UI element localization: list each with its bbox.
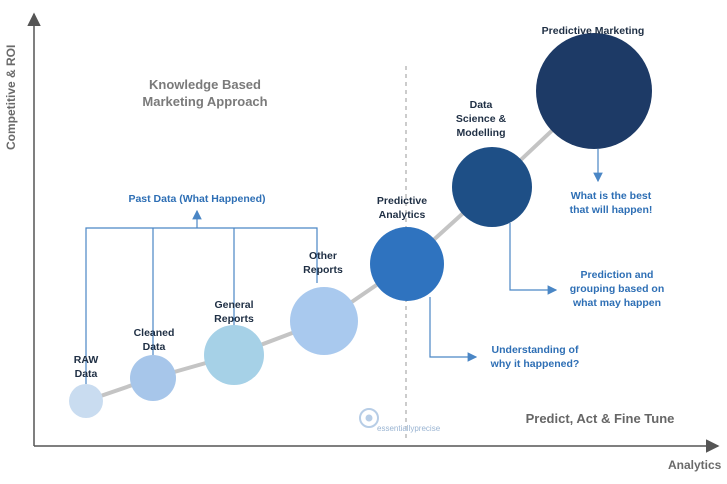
stage-bubble-general-reports — [204, 325, 264, 385]
understanding-label: Understanding of why it happened? — [490, 344, 580, 370]
stage-label-predictive-analytics: Predictive Analytics — [376, 195, 428, 221]
prediction-arrow — [509, 223, 558, 295]
watermark-text: essentiallyprecise — [377, 424, 441, 433]
stage-bubble-other-reports — [290, 287, 358, 355]
watermark-logo-icon — [359, 408, 379, 428]
stage-bubble-data-science — [452, 147, 532, 227]
stage-label-data-science: Data Science & Modelling — [455, 99, 507, 139]
predict-heading: Predict, Act & Fine Tune — [525, 411, 675, 426]
stage-bubble-cleaned-data — [130, 355, 176, 401]
stage-label-predictive-marketing: Predictive Marketing — [541, 25, 645, 37]
stage-label-general-reports: General Reports — [214, 299, 254, 325]
knowledge-heading: Knowledge Based Marketing Approach — [142, 77, 268, 109]
x-axis-label: Analytics — [668, 458, 722, 472]
understanding-arrow — [429, 297, 478, 362]
watermark-logo-dot-icon — [365, 414, 373, 422]
y-axis-label: Competitive & ROI — [4, 44, 18, 150]
past-data-label: Past Data (What Happened) — [128, 193, 266, 205]
stage-label-raw-data: RAW Data — [73, 354, 99, 380]
best-outcome-label: What is the best that will happen! — [569, 190, 653, 216]
stage-bubble-predictive-analytics — [370, 227, 444, 301]
stage-bubble-predictive-marketing — [536, 33, 652, 149]
past-data-bracket — [85, 227, 318, 384]
stage-bubble-raw-data — [69, 384, 103, 418]
prediction-label: Prediction and grouping based on what ma… — [569, 269, 665, 309]
stage-label-other-reports: Other Reports — [303, 250, 343, 276]
stage-label-cleaned-data: Cleaned Data — [133, 327, 175, 353]
